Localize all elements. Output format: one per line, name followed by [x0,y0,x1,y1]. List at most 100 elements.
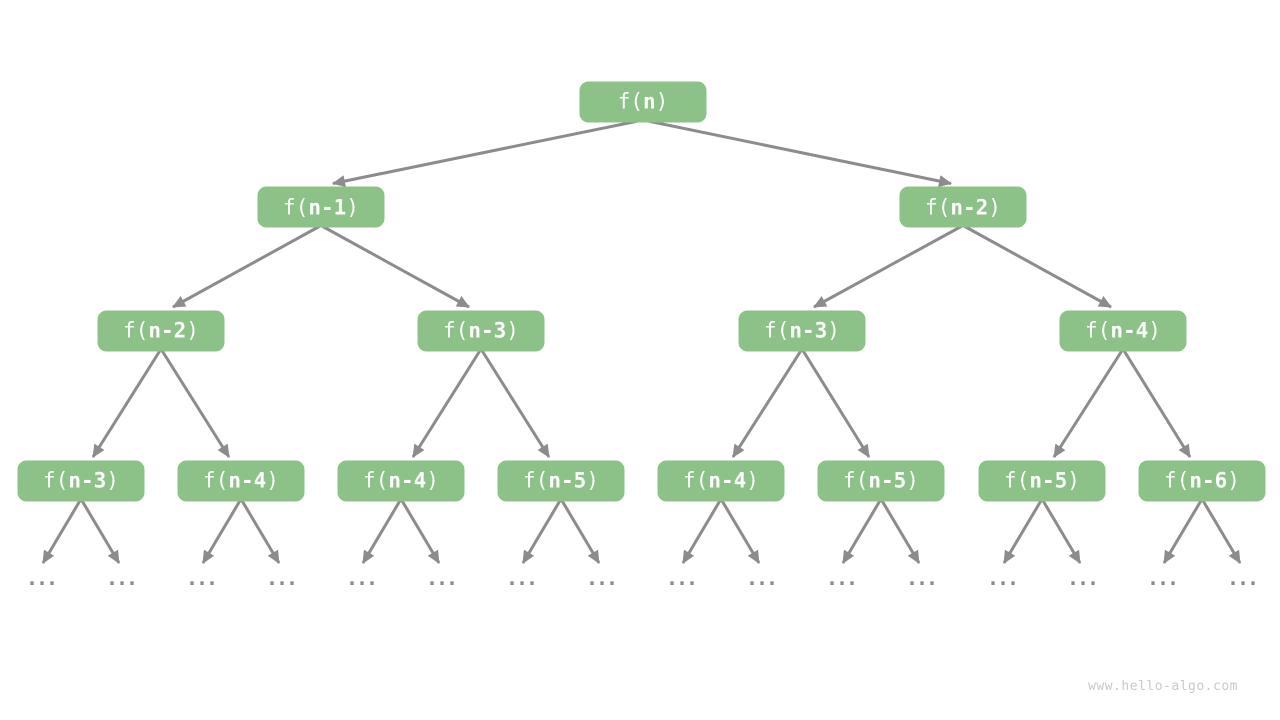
ellipsis-leaf: ... [265,566,298,590]
node-label-suffix: ) [655,89,669,114]
ellipsis-leaf: ... [1146,566,1179,590]
node-label-prefix: f( [843,468,869,493]
edge-arrow [681,498,723,564]
node-label-prefix: f( [1085,318,1111,343]
ellipsis-leaf: ... [986,566,1019,590]
ellipsis-leaf: ... [745,566,778,590]
node-label-variable: n-5 [548,468,587,493]
node-label-variable: n-4 [228,468,267,493]
edge-arrow [521,498,563,564]
tree-node-o: f(n-6) [1138,460,1266,501]
edge-arrow [879,498,921,564]
watermark: www.hello-algo.com [1088,679,1238,694]
tree-node-r: f(n) [579,81,707,122]
edge-arrow [239,498,281,564]
node-label-prefix: f( [43,468,69,493]
tree-node-j: f(n-4) [337,460,465,501]
edge-arrow [332,118,644,187]
edge-arrow [1121,348,1192,458]
edge-arrow [1162,498,1204,564]
node-label-variable: n-4 [388,468,427,493]
ellipsis-leaf: ... [505,566,538,590]
edge-arrow [1002,498,1044,564]
edge-arrow [41,498,83,564]
node-label-prefix: f( [683,468,709,493]
ellipsis-leaf: ... [665,566,698,590]
node-label-variable: n-2 [950,195,989,219]
node-label-prefix: f( [764,318,790,343]
edge-arrow [159,348,231,458]
tree-node-a: f(n-1) [257,186,385,228]
ellipsis-leaf: ... [105,566,138,590]
ellipsis-leaf: ... [425,566,458,590]
node-label-prefix: f( [203,468,229,493]
node-label-suffix: ) [988,195,1001,219]
ellipsis-leaf: ... [185,566,218,590]
node-label-suffix: ) [506,318,519,343]
edge-arrow [411,348,483,458]
ellipsis-leaf: ... [1226,566,1259,590]
node-label-variable: n-3 [789,318,828,343]
node-label-prefix: f( [617,89,643,114]
edge-arrow [1052,348,1125,458]
node-label-suffix: ) [746,468,759,493]
edge-arrow [172,224,322,309]
tree-node-i: f(n-4) [177,460,305,501]
edge-arrow [559,498,601,564]
ellipsis-leaf: ... [1066,566,1099,590]
node-label-prefix: f( [1164,468,1190,493]
node-label-suffix: ) [1227,468,1240,493]
node-label-prefix: f( [523,468,549,493]
node-label-variable: n-3 [468,318,507,343]
node-label-suffix: ) [827,318,840,343]
node-label-variable: n-5 [1029,468,1068,493]
node-label-suffix: ) [106,468,119,493]
node-label-variable: n-2 [148,318,187,343]
node-label-variable: n-4 [1110,318,1149,343]
node-label-variable: n-4 [708,468,747,493]
tree-node-k: f(n-5) [497,460,625,501]
tree-node-d: f(n-3) [417,310,545,351]
ellipsis-leaf: ... [585,566,618,590]
edge-arrow [841,498,883,564]
edge-arrow [731,348,804,458]
edge-arrow [642,118,952,187]
ellipsis-leaf: ... [25,566,58,590]
edge-arrow [800,348,871,458]
node-label-prefix: f( [363,468,389,493]
edge-arrow [201,498,243,564]
node-label-prefix: f( [925,195,951,219]
tree-node-l: f(n-4) [657,460,785,501]
node-label-variable: n-5 [868,468,907,493]
node-label-suffix: ) [186,318,199,343]
node-label-suffix: ) [586,468,599,493]
tree-node-b: f(n-2) [899,186,1027,228]
ellipsis-leaf: ... [825,566,858,590]
node-label-variable: n [642,89,656,114]
edge-arrow [320,224,470,309]
tree-node-h: f(n-3) [17,460,145,501]
edge-arrow [1200,498,1242,564]
edge-arrow [79,498,121,564]
node-label-suffix: ) [346,195,359,219]
node-label-variable: n-1 [308,195,347,219]
node-label-prefix: f( [283,195,309,219]
ellipsis-leaf: ... [345,566,378,590]
edge-arrow [719,498,761,564]
tree-node-e: f(n-3) [738,310,866,351]
node-label-variable: n-6 [1189,468,1228,493]
edge-arrow [361,498,403,564]
node-label-prefix: f( [443,318,469,343]
edge-arrow [962,224,1112,309]
tree-node-g: f(n-4) [1059,310,1187,351]
edge-arrow [91,348,163,458]
tree-node-n2: f(n-5) [978,460,1106,501]
tree-node-c: f(n-2) [97,310,225,351]
node-label-prefix: f( [123,318,149,343]
node-label-suffix: ) [1067,468,1080,493]
node-label-suffix: ) [906,468,919,493]
edge-arrow [399,498,441,564]
node-label-suffix: ) [1148,318,1161,343]
node-label-prefix: f( [1004,468,1030,493]
